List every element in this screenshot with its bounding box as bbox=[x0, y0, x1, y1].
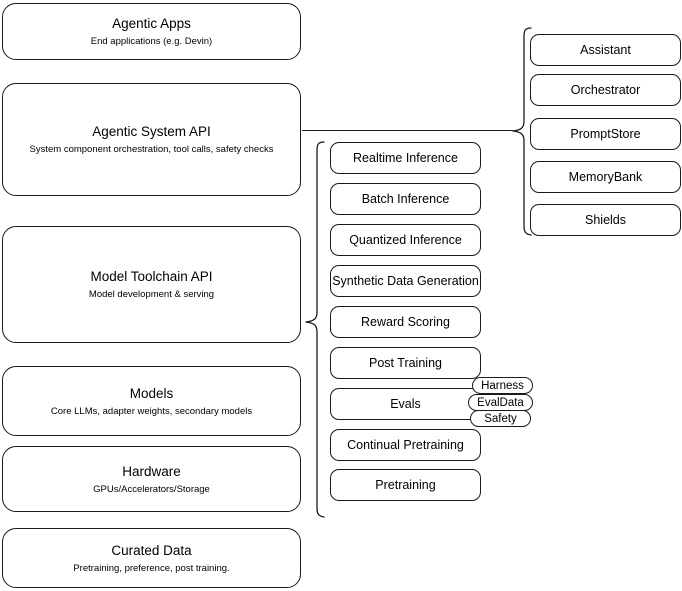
eval-pill-label: Harness bbox=[481, 379, 524, 392]
capability-synthetic-data-generation[interactable]: Synthetic Data Generation bbox=[330, 265, 481, 297]
system-component-label: MemoryBank bbox=[568, 170, 643, 184]
eval-pill-label: EvalData bbox=[477, 396, 524, 409]
capability-quantized-inference[interactable]: Quantized Inference bbox=[330, 224, 481, 256]
capability-evals[interactable]: Evals bbox=[330, 388, 481, 420]
toolchain-brace bbox=[303, 140, 327, 520]
system-component-label: Orchestrator bbox=[570, 83, 641, 97]
capability-label: Batch Inference bbox=[361, 192, 450, 206]
eval-pill-safety[interactable]: Safety bbox=[470, 410, 531, 427]
layer-models[interactable]: Models Core LLMs, adapter weights, secon… bbox=[2, 366, 301, 436]
layer-subtitle: Pretraining, preference, post training. bbox=[73, 562, 230, 574]
system-component-memorybank[interactable]: MemoryBank bbox=[530, 161, 681, 193]
layer-title: Model Toolchain API bbox=[90, 269, 213, 284]
system-components-brace bbox=[512, 26, 534, 238]
capability-realtime-inference[interactable]: Realtime Inference bbox=[330, 142, 481, 174]
layer-subtitle: System component orchestration, tool cal… bbox=[29, 144, 274, 155]
capability-label: Reward Scoring bbox=[361, 315, 450, 329]
capability-label: Realtime Inference bbox=[353, 151, 458, 165]
eval-pill-harness[interactable]: Harness bbox=[472, 377, 533, 394]
layer-title: Agentic System API bbox=[92, 124, 211, 139]
layer-title: Models bbox=[129, 385, 174, 401]
system-component-shields[interactable]: Shields bbox=[530, 204, 681, 236]
system-component-label: Assistant bbox=[580, 43, 631, 57]
capability-label: Quantized Inference bbox=[349, 233, 462, 247]
capability-continual-pretraining[interactable]: Continual Pretraining bbox=[330, 429, 481, 461]
layer-subtitle: Core LLMs, adapter weights, secondary mo… bbox=[50, 405, 253, 417]
layer-title: Hardware bbox=[122, 463, 181, 479]
capability-batch-inference[interactable]: Batch Inference bbox=[330, 183, 481, 215]
layer-subtitle: Model development & serving bbox=[88, 289, 215, 300]
capability-label: Continual Pretraining bbox=[347, 438, 464, 452]
layer-model-toolchain-api[interactable]: Model Toolchain API Model development & … bbox=[2, 226, 301, 343]
capability-label: Synthetic Data Generation bbox=[332, 274, 479, 288]
system-component-label: Shields bbox=[585, 213, 626, 227]
layer-agentic-system-api[interactable]: Agentic System API System component orch… bbox=[2, 83, 301, 196]
capability-reward-scoring[interactable]: Reward Scoring bbox=[330, 306, 481, 338]
layer-hardware[interactable]: Hardware GPUs/Accelerators/Storage bbox=[2, 446, 301, 512]
eval-pill-evaldata[interactable]: EvalData bbox=[468, 394, 533, 411]
layer-subtitle: End applications (e.g. Devin) bbox=[90, 36, 213, 47]
capability-pretraining[interactable]: Pretraining bbox=[330, 469, 481, 501]
system-component-label: PromptStore bbox=[570, 127, 641, 141]
layer-curated-data[interactable]: Curated Data Pretraining, preference, po… bbox=[2, 528, 301, 588]
layer-subtitle: GPUs/Accelerators/Storage bbox=[93, 483, 210, 495]
capability-label: Evals bbox=[390, 397, 421, 411]
layer-title: Agentic Apps bbox=[112, 16, 191, 31]
system-component-assistant[interactable]: Assistant bbox=[530, 34, 681, 66]
system-api-connector-line bbox=[302, 130, 513, 131]
layer-title: Curated Data bbox=[111, 542, 192, 558]
layer-agentic-apps[interactable]: Agentic Apps End applications (e.g. Devi… bbox=[2, 3, 301, 60]
capability-label: Post Training bbox=[369, 356, 442, 370]
eval-pill-label: Safety bbox=[484, 412, 517, 425]
system-component-orchestrator[interactable]: Orchestrator bbox=[530, 74, 681, 106]
capability-label: Pretraining bbox=[375, 478, 436, 492]
capability-post-training[interactable]: Post Training bbox=[330, 347, 481, 379]
system-component-promptstore[interactable]: PromptStore bbox=[530, 118, 681, 150]
